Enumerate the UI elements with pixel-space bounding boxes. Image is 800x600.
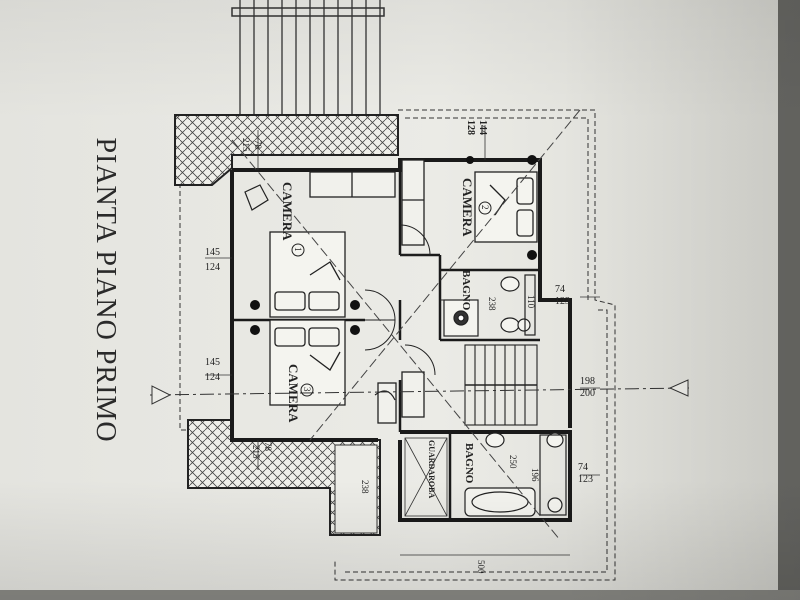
chair bbox=[244, 184, 396, 401]
dim-200: 200 bbox=[580, 388, 595, 399]
dim-78-top: 78 bbox=[253, 140, 263, 150]
wardrobes bbox=[309, 159, 425, 424]
dim-128: 128 bbox=[465, 120, 476, 135]
dim-123-a: 123 bbox=[555, 296, 570, 307]
staircase bbox=[464, 344, 538, 426]
bed-camera-1 bbox=[269, 231, 346, 318]
room-label-bagno-bottom: BAGNO bbox=[463, 443, 475, 484]
dim-124-b: 124 bbox=[205, 372, 220, 383]
room-number-camera-2: 2 bbox=[478, 201, 492, 215]
room-label-camera-2: CAMERA bbox=[460, 178, 475, 237]
roof-outline bbox=[179, 109, 616, 581]
terrace-bottom-inner bbox=[334, 444, 378, 534]
svg-text:1: 1 bbox=[293, 247, 303, 252]
dim-500: 500 bbox=[476, 560, 486, 574]
dim-110: 110 bbox=[526, 295, 536, 309]
dim-123-b: 123 bbox=[578, 474, 593, 485]
dim-215-bottom: 215 bbox=[251, 445, 261, 459]
drawing-title: PIANTA PIANO PRIMO bbox=[90, 137, 121, 443]
doors bbox=[364, 224, 470, 376]
guardaroba-cross bbox=[404, 437, 448, 517]
room-label-bagno-top: BAGNO bbox=[460, 270, 472, 311]
dim-145-b: 145 bbox=[205, 357, 220, 368]
bed-camera-2 bbox=[474, 171, 538, 243]
svg-text:2: 2 bbox=[480, 205, 490, 210]
dim-198: 198 bbox=[580, 376, 595, 387]
nightstands bbox=[250, 155, 537, 335]
room-label-guardaroba: GUARDAROBA bbox=[427, 440, 436, 498]
bathroom-top-fixtures bbox=[443, 274, 536, 337]
dim-215-top: 215 bbox=[241, 138, 251, 152]
dim-196: 196 bbox=[530, 468, 540, 482]
terrace-top bbox=[174, 114, 399, 186]
room-label-camera-3: CAMERA bbox=[286, 364, 301, 423]
dimension-lines bbox=[205, 125, 600, 556]
dim-144: 144 bbox=[477, 120, 488, 135]
dim-238-bagno: 238 bbox=[487, 297, 497, 311]
dim-74-b: 74 bbox=[578, 462, 588, 473]
room-number-camera-3: 3 bbox=[300, 383, 314, 397]
room-number-camera-1: 1 bbox=[291, 243, 305, 257]
dim-145-a: 145 bbox=[205, 247, 220, 258]
dim-124-a: 124 bbox=[205, 262, 220, 273]
dim-74-a: 74 bbox=[555, 284, 565, 295]
dim-78-bottom: 78 bbox=[263, 442, 273, 452]
balcony-railing bbox=[231, 0, 385, 118]
monitor-edge bbox=[778, 0, 800, 600]
monitor-edge-bottom bbox=[0, 590, 800, 600]
dim-250: 250 bbox=[508, 455, 518, 469]
dim-238-left: 238 bbox=[360, 480, 370, 494]
section-cut-line bbox=[149, 387, 691, 396]
svg-text:3: 3 bbox=[302, 387, 312, 392]
bathroom-bottom-fixtures bbox=[464, 432, 567, 517]
section-markers bbox=[151, 379, 689, 405]
room-label-camera-1: CAMERA bbox=[280, 182, 295, 241]
bed-camera-3 bbox=[269, 319, 346, 406]
section-diagonals bbox=[231, 109, 581, 541]
